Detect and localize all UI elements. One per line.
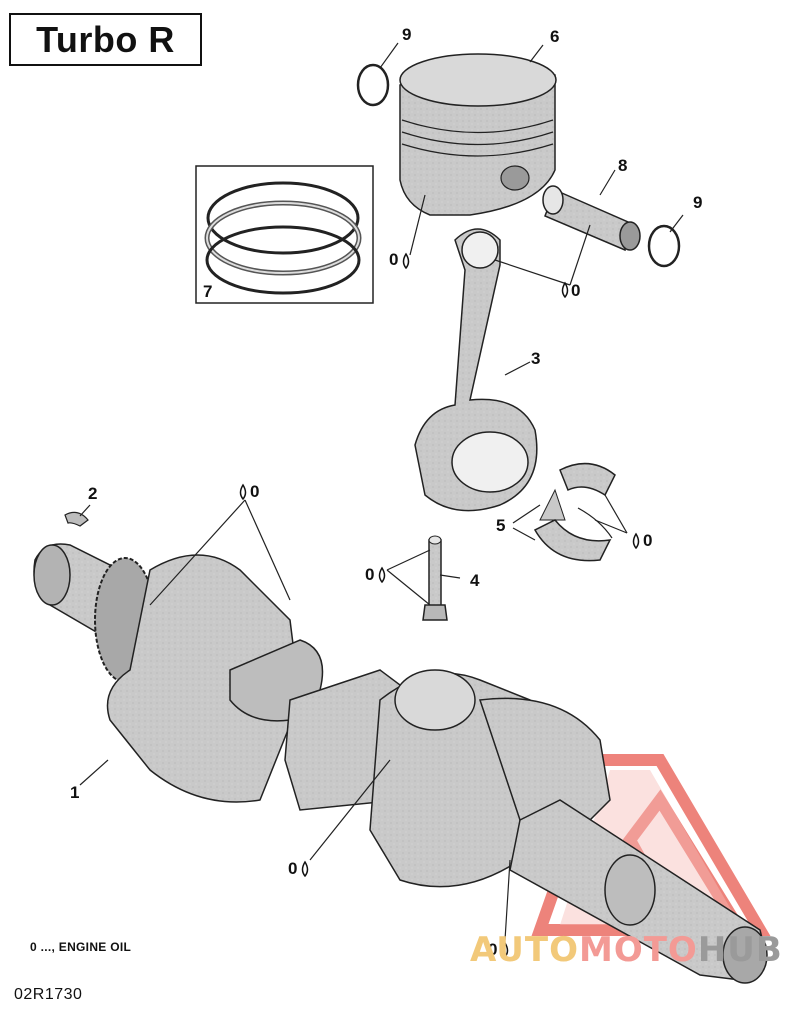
svg-text:0: 0: [643, 531, 652, 550]
svg-text:0: 0: [389, 250, 398, 269]
circlip-left: [356, 63, 390, 107]
callout-4: 4: [470, 571, 480, 590]
watermark-text: AUTOMOTOHUB: [470, 930, 783, 970]
engine-oil-legend: 0 ..., ENGINE OIL: [30, 940, 132, 954]
callout-5: 5: [496, 516, 505, 535]
oil-mark-bearings: 0: [632, 531, 652, 550]
oil-drop-icon: [561, 281, 569, 299]
svg-text:0: 0: [571, 281, 580, 300]
oil-mark-bolt: 0: [365, 565, 386, 584]
oil-drop-icon: [632, 532, 640, 550]
crankshaft: [33, 543, 768, 984]
callout-8: 8: [618, 156, 627, 175]
rod-bearing-upper: [539, 462, 616, 521]
oil-drop-icon: [239, 483, 247, 501]
woodruff-key: [64, 511, 89, 527]
oil-drop-icon: [378, 566, 386, 584]
callout-3: 3: [531, 349, 540, 368]
oil-mark-pin: 0: [561, 281, 580, 300]
callout-9-right: 9: [693, 193, 702, 212]
watermark-part-b: MOTO: [578, 930, 698, 970]
oil-drop-icon: [301, 860, 309, 878]
rod-bearing-lower: [533, 507, 613, 562]
piston-pin: [542, 185, 641, 252]
oil-drop-icon: [402, 252, 410, 270]
oil-mark-crank-top: 0: [239, 482, 259, 501]
svg-text:0: 0: [250, 482, 259, 501]
drawing-code: 02R1730: [14, 986, 83, 1003]
diagram-title: Turbo R: [9, 13, 202, 66]
callout-7: 7: [203, 282, 212, 301]
oil-mark-crank-mid: 0: [288, 859, 309, 878]
leader-lines: [79, 42, 684, 941]
oil-mark-crank-rear: 0: [488, 940, 509, 959]
callout-9-left: 9: [402, 25, 411, 44]
watermark-part-a: AUTO: [470, 930, 579, 970]
oil-mark-piston: 0: [389, 250, 410, 270]
svg-text:0: 0: [488, 940, 497, 959]
watermark-part-c: HUB: [697, 930, 783, 970]
callout-1: 1: [70, 783, 79, 802]
circlip-right: [647, 224, 681, 268]
callout-6: 6: [550, 27, 559, 46]
svg-text:0: 0: [365, 565, 374, 584]
piston: [399, 53, 557, 216]
oil-drop-icon: [501, 941, 509, 959]
svg-text:0: 0: [288, 859, 297, 878]
connecting-rod: [414, 228, 538, 512]
piston-rings-set: [195, 165, 374, 304]
rod-bolt: [422, 535, 448, 621]
callout-2: 2: [88, 484, 97, 503]
